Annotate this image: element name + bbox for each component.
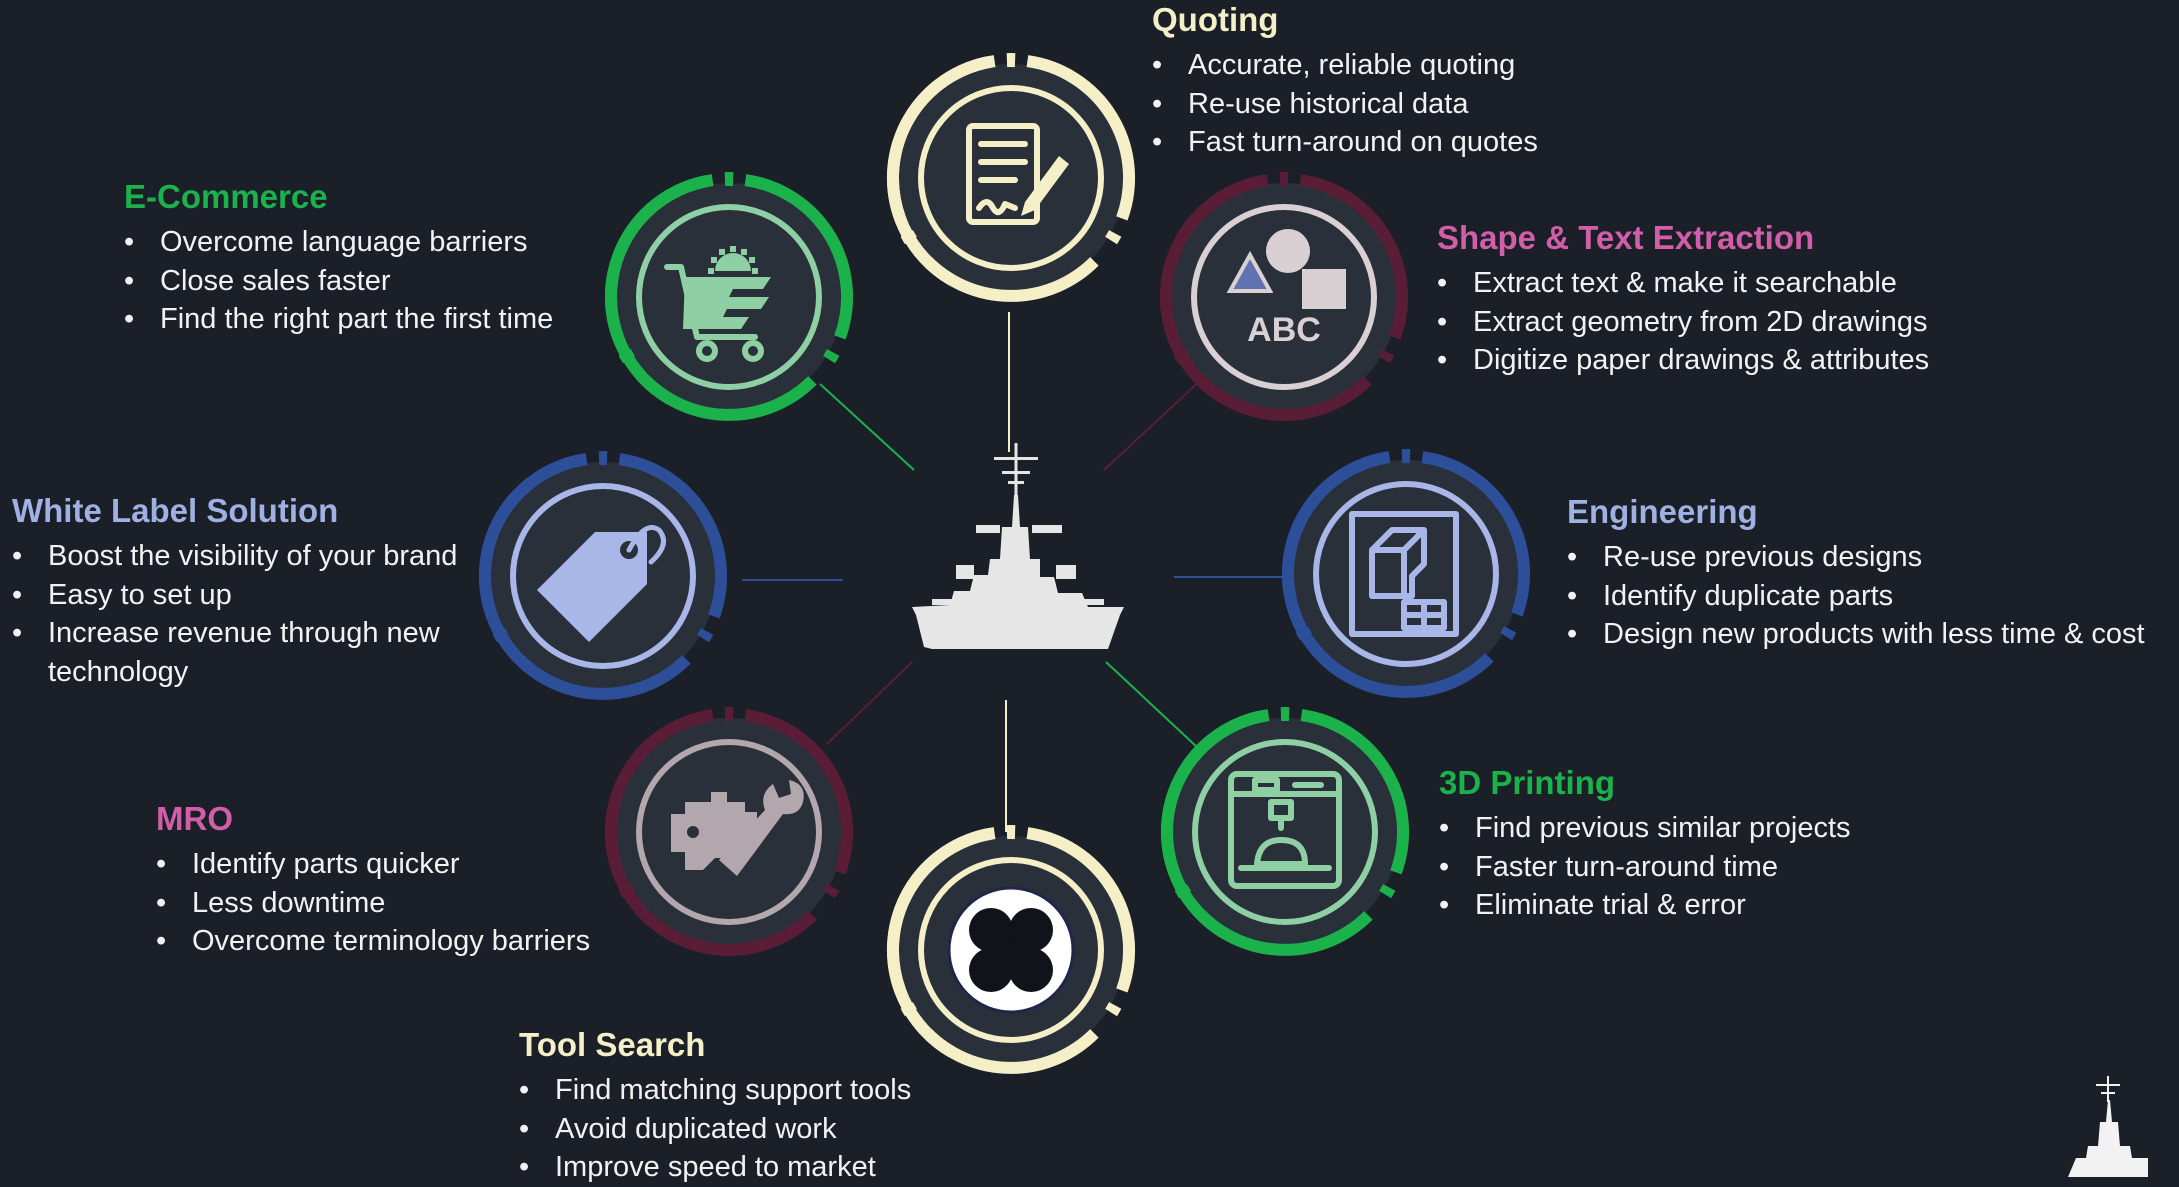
list-item: Accurate, reliable quoting <box>1152 46 1538 85</box>
price-tag-icon <box>537 525 666 642</box>
document-sign-icon <box>966 123 1069 225</box>
shape-text-outer-ring <box>1159 172 1409 421</box>
mro-connector <box>826 661 913 745</box>
3d-printing-title: 3D Printing <box>1439 764 1616 801</box>
e-commerce-block: E-Commerce Overcome language barriers Cl… <box>124 177 553 339</box>
white-label-block: White Label Solution Boost the visibilit… <box>12 491 482 691</box>
list-item: Design new products with less time & cos… <box>1567 615 2145 654</box>
white-label-title: White Label Solution <box>12 492 339 529</box>
quoting-bullets: Accurate, reliable quoting Re-use histor… <box>1152 46 1538 162</box>
engineering-block: Engineering Re-use previous designs Iden… <box>1567 492 2145 654</box>
shape-text-hub: ABC <box>1159 172 1409 421</box>
list-item: Improve speed to market <box>519 1148 911 1187</box>
3d-printing-inner-ring <box>1192 739 1378 925</box>
engineering-bullets: Re-use previous designs Identify duplica… <box>1567 538 2145 654</box>
mro-outer-ring <box>604 707 854 956</box>
3d-printing-connector <box>1105 661 1199 749</box>
connectors <box>742 312 1283 832</box>
shopping-cart-icon <box>664 246 771 362</box>
list-item: Identify parts quicker <box>156 845 590 884</box>
e-commerce-title: E-Commerce <box>124 178 328 215</box>
tool-search-title: Tool Search <box>519 1026 706 1063</box>
list-item: Overcome language barriers <box>124 223 553 262</box>
list-item: Close sales faster <box>124 262 553 301</box>
mro-hub <box>604 707 854 956</box>
printer-3d-icon <box>1228 771 1342 889</box>
list-item: Find previous similar projects <box>1439 809 1851 848</box>
shapes-abc-icon: ABC <box>1226 229 1346 349</box>
list-item: Find the right part the first time <box>124 300 553 339</box>
3d-printing-hub <box>1160 707 1410 956</box>
list-item: Find matching support tools <box>519 1071 911 1110</box>
engineering-hub <box>1281 449 1531 698</box>
engineering-outer-ring <box>1281 449 1531 698</box>
shape-text-title: Shape & Text Extraction <box>1437 219 1815 256</box>
3d-printing-block: 3D Printing Find previous similar projec… <box>1439 763 1851 925</box>
e-commerce-connector <box>819 383 915 471</box>
e-commerce-hub <box>604 172 854 421</box>
list-item: Identify duplicate parts <box>1567 577 2145 616</box>
list-item: Fast turn-around on quotes <box>1152 123 1538 162</box>
engineering-title: Engineering <box>1567 493 1758 530</box>
white-label-hub <box>478 451 728 700</box>
mro-bullets: Identify parts quicker Less downtime Ove… <box>156 845 590 961</box>
list-item: Less downtime <box>156 884 590 923</box>
quoting-hub <box>886 53 1136 302</box>
tool-search-outer-ring <box>886 825 1136 1074</box>
list-item: Easy to set up <box>12 576 482 615</box>
shape-text-inner-ring <box>1191 204 1377 390</box>
shape-text-connector <box>1103 377 1204 471</box>
clover-tool-icon <box>947 886 1075 1014</box>
tool-search-hub <box>886 825 1136 1074</box>
list-item: Boost the visibility of your brand <box>12 537 482 576</box>
e-commerce-bullets: Overcome language barriers Close sales f… <box>124 223 553 339</box>
3d-printing-outer-ring <box>1160 707 1410 956</box>
shape-text-bullets: Extract text & make it searchable Extrac… <box>1437 264 1929 380</box>
list-item: Re-use historical data <box>1152 85 1538 124</box>
mro-title: MRO <box>156 800 233 837</box>
tool-search-block: Tool Search Find matching support tools … <box>519 1025 911 1187</box>
battleship-silhouette-icon <box>912 443 1124 649</box>
shape-text-block: Shape & Text Extraction Extract text & m… <box>1437 218 1929 380</box>
list-item: Overcome terminology barriers <box>156 922 590 961</box>
3d-printing-bullets: Find previous similar projects Faster tu… <box>1439 809 1851 925</box>
list-item: Faster turn-around time <box>1439 848 1851 887</box>
quoting-block: Quoting Accurate, reliable quoting Re-us… <box>1152 0 1538 162</box>
quoting-title: Quoting <box>1152 1 1279 38</box>
tool-search-bullets: Find matching support tools Avoid duplic… <box>519 1071 911 1187</box>
hub-nodes: ABC <box>478 53 1531 1074</box>
list-item: Avoid duplicated work <box>519 1110 911 1149</box>
list-item: Digitize paper drawings & attributes <box>1437 341 1929 380</box>
list-item: Eliminate trial & error <box>1439 886 1851 925</box>
battleship-small-icon <box>2068 1076 2148 1177</box>
quoting-outer-ring <box>886 53 1136 302</box>
engine-wrench-icon <box>671 780 804 876</box>
abc-label: ABC <box>1247 311 1321 349</box>
list-item: Re-use previous designs <box>1567 538 2145 577</box>
list-item: Increase revenue through new technology <box>12 614 482 691</box>
mro-block: MRO Identify parts quicker Less downtime… <box>156 799 590 961</box>
blueprint-cube-icon <box>1349 511 1459 637</box>
list-item: Extract geometry from 2D drawings <box>1437 303 1929 342</box>
white-label-bullets: Boost the visibility of your brand Easy … <box>12 537 482 691</box>
e-commerce-outer-ring <box>604 172 854 421</box>
white-label-outer-ring <box>478 451 728 700</box>
list-item: Extract text & make it searchable <box>1437 264 1929 303</box>
